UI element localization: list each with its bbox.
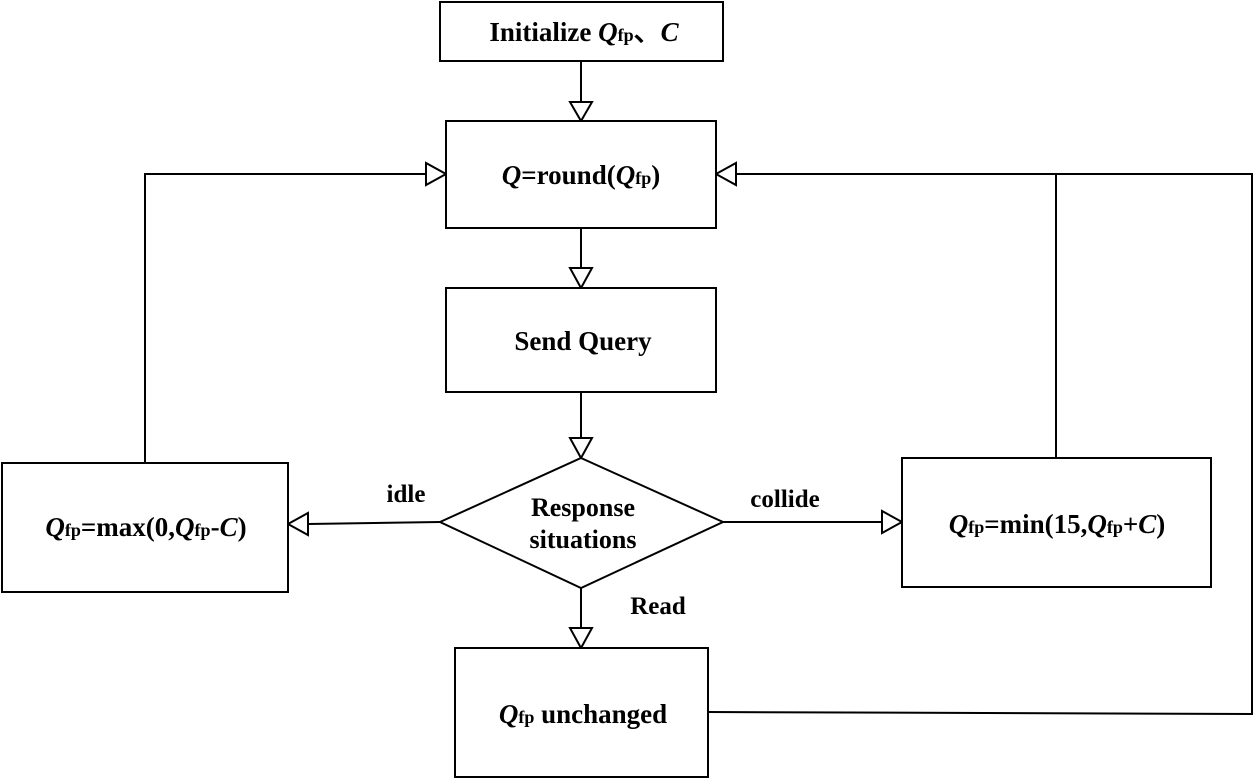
response-label-line2: situations	[530, 525, 637, 554]
edge-label-idle: idle	[387, 481, 426, 508]
send-query-label: Send Query	[514, 326, 652, 356]
edge-label-read: Read	[630, 593, 686, 620]
connectors	[144, 61, 1253, 716]
collide-update-box	[901, 457, 1212, 588]
edge-collide-feedback	[736, 173, 1057, 458]
round-label: Q=round(Qfp)	[502, 160, 660, 190]
arrowheads	[285, 101, 905, 651]
edge-label-collide: collide	[750, 486, 819, 513]
arrowhead-round-right	[713, 161, 737, 187]
arrowhead-idle-update	[285, 511, 309, 537]
unchanged-box	[454, 647, 709, 778]
idle-update-label: Qfp=max(0,Qfp-C)	[45, 512, 246, 542]
edge-idle-feedback	[144, 173, 426, 463]
round-box	[445, 120, 717, 229]
arrowhead-round-top	[568, 101, 594, 123]
arrowhead-response-top	[568, 437, 594, 461]
collide-update-label: Qfp=min(15,Qfp+C)	[949, 509, 1166, 539]
arrowhead-collide-update	[881, 509, 905, 535]
init-label: Initialize Qfp、C	[489, 17, 679, 47]
idle-update-box	[1, 462, 289, 593]
edge-unchanged-feedback	[707, 173, 1253, 716]
arrowhead-send-top	[568, 267, 594, 291]
edge-response-to-idle	[307, 521, 441, 525]
response-label-line1: Response	[531, 493, 635, 522]
send-query-box	[445, 287, 717, 393]
init-box	[439, 1, 724, 62]
response-diamond	[437, 456, 726, 590]
arrowhead-unchanged-top	[568, 627, 594, 651]
unchanged-label: Qfp unchanged	[499, 699, 667, 729]
arrowhead-round-left	[425, 161, 449, 187]
